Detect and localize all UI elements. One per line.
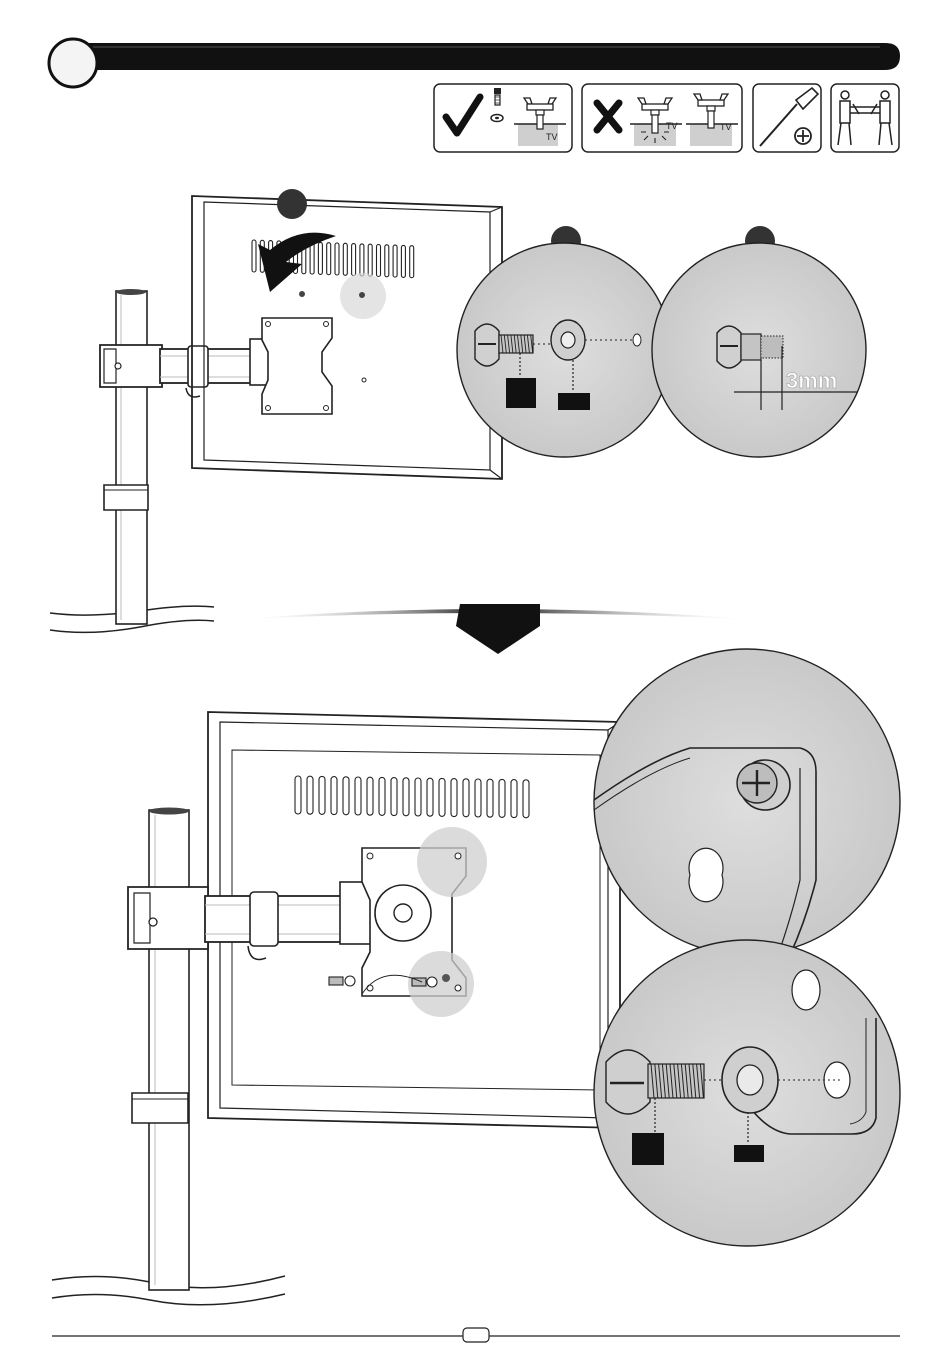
detail-circle-gap: 3mm (652, 243, 866, 457)
step-badge (49, 39, 97, 87)
part-label-screw-large (632, 1133, 664, 1165)
footer (52, 1328, 900, 1342)
people-box (831, 84, 899, 152)
top-pole (104, 289, 148, 624)
part-label-washer-large (734, 1145, 764, 1162)
detail-circle-screw-washer (457, 243, 671, 457)
transition-arrow (230, 604, 760, 654)
detail-circle-fixed-screw (594, 649, 900, 955)
page-number-box (463, 1328, 489, 1342)
part-label-washer (558, 393, 590, 410)
tool-box (753, 84, 821, 152)
bottom-arm (128, 882, 376, 960)
svg-text:TV: TV (666, 121, 678, 131)
bottom-monitor-vents (295, 776, 529, 818)
callout-marker-a (277, 189, 307, 219)
incorrect-fixing-box: TV TV (582, 84, 742, 152)
svg-text:TV: TV (546, 132, 558, 142)
detail-circle-screw-washer-large (594, 940, 900, 1246)
top-monitor (192, 196, 502, 479)
bottom-pole (132, 808, 189, 1291)
step-header (49, 39, 900, 87)
correct-fixing-box: TV (434, 84, 572, 152)
top-vesa-plate (262, 318, 332, 414)
bottom-assembly (52, 712, 620, 1305)
top-assembly (50, 189, 775, 632)
gap-measurement: 3mm (786, 368, 837, 393)
svg-text:TV: TV (720, 122, 732, 132)
part-label-screw (506, 378, 536, 408)
